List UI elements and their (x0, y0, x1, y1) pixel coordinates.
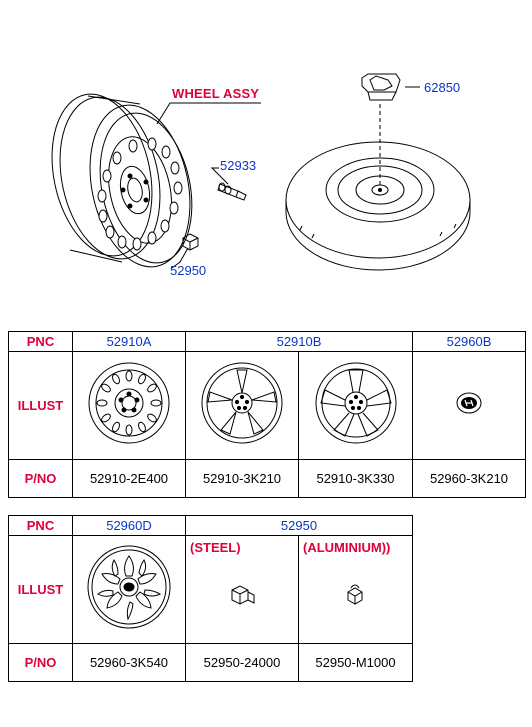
pno-cell: 52960-3K210 (412, 459, 527, 498)
parts-table-2: PNC 52960D 52950 ILLUST (8, 515, 413, 682)
parts-table-1: PNC 52910A 52910B 52960B ILLUST (8, 331, 527, 498)
pno-cell: 52910-3K210 (185, 459, 299, 498)
pno-cell: 52910-2E400 (72, 459, 186, 498)
pnc-row: PNC 52960D 52950 (8, 515, 413, 536)
row-label-pno: P/NO (8, 459, 73, 498)
callout-52950: 52950 (170, 263, 207, 278)
center-cap-illustration (361, 73, 401, 101)
tire-illustration (285, 141, 471, 271)
alloy-wheel-b-illustration (315, 362, 396, 444)
row-label-illust: ILLUST (8, 535, 73, 644)
pnc-cell: 52960D (72, 515, 186, 536)
steel-wheel-front-illustration (88, 362, 170, 444)
wheel-cover-illustration (87, 545, 171, 629)
pnc-cell: 52910A (72, 331, 186, 352)
aluminium-nut-illustration (347, 584, 362, 605)
valve-illustration (217, 182, 247, 201)
row-label-pnc: PNC (8, 515, 73, 536)
row-label-illust: ILLUST (8, 351, 73, 460)
pnc-cell: 52960B (412, 331, 527, 352)
steel-nut-illustration (231, 585, 255, 605)
pnc-row: PNC 52910A 52910B 52960B (8, 331, 527, 352)
pno-cell: 52960-3K540 (72, 643, 186, 682)
sub-label-steel: (STEEL) (190, 540, 241, 555)
nut-illustration (182, 233, 199, 251)
exploded-diagram (51, 73, 471, 271)
row-label-pno: P/NO (8, 643, 73, 682)
pno-cell: 52910-3K330 (297, 459, 414, 498)
illust-cell (185, 351, 299, 460)
pno-row: P/NO 52960-3K540 52950-24000 52950-M1000 (8, 643, 413, 682)
pno-row: P/NO 52910-2E400 52910-3K210 52910-3K330… (8, 459, 527, 498)
illust-row: ILLUST (8, 351, 527, 460)
row-label-pnc: PNC (8, 331, 73, 352)
alloy-wheel-a-illustration (201, 362, 283, 444)
callout-wheel-assy: WHEEL ASSY (172, 86, 260, 101)
pno-cell: 52950-M1000 (298, 643, 413, 682)
sub-label-aluminium: (ALUMINIUM)) (303, 540, 391, 555)
illust-row: ILLUST (8, 535, 413, 644)
illust-cell (297, 351, 414, 460)
pnc-cell: 52950 (185, 515, 413, 536)
center-cap-illustration (456, 392, 482, 414)
pno-cell: 52950-24000 (185, 643, 299, 682)
illust-cell (72, 351, 186, 460)
illust-cell-steel: (STEEL) (185, 535, 299, 644)
illust-cell (412, 351, 527, 460)
pnc-cell: 52910B (184, 331, 414, 352)
illust-cell-aluminium: (ALUMINIUM)) (298, 535, 413, 644)
steel-wheel-illustration (51, 93, 193, 268)
callout-62850: 62850 (424, 80, 461, 95)
callout-52933: 52933 (220, 158, 257, 173)
illust-cell (72, 535, 186, 644)
